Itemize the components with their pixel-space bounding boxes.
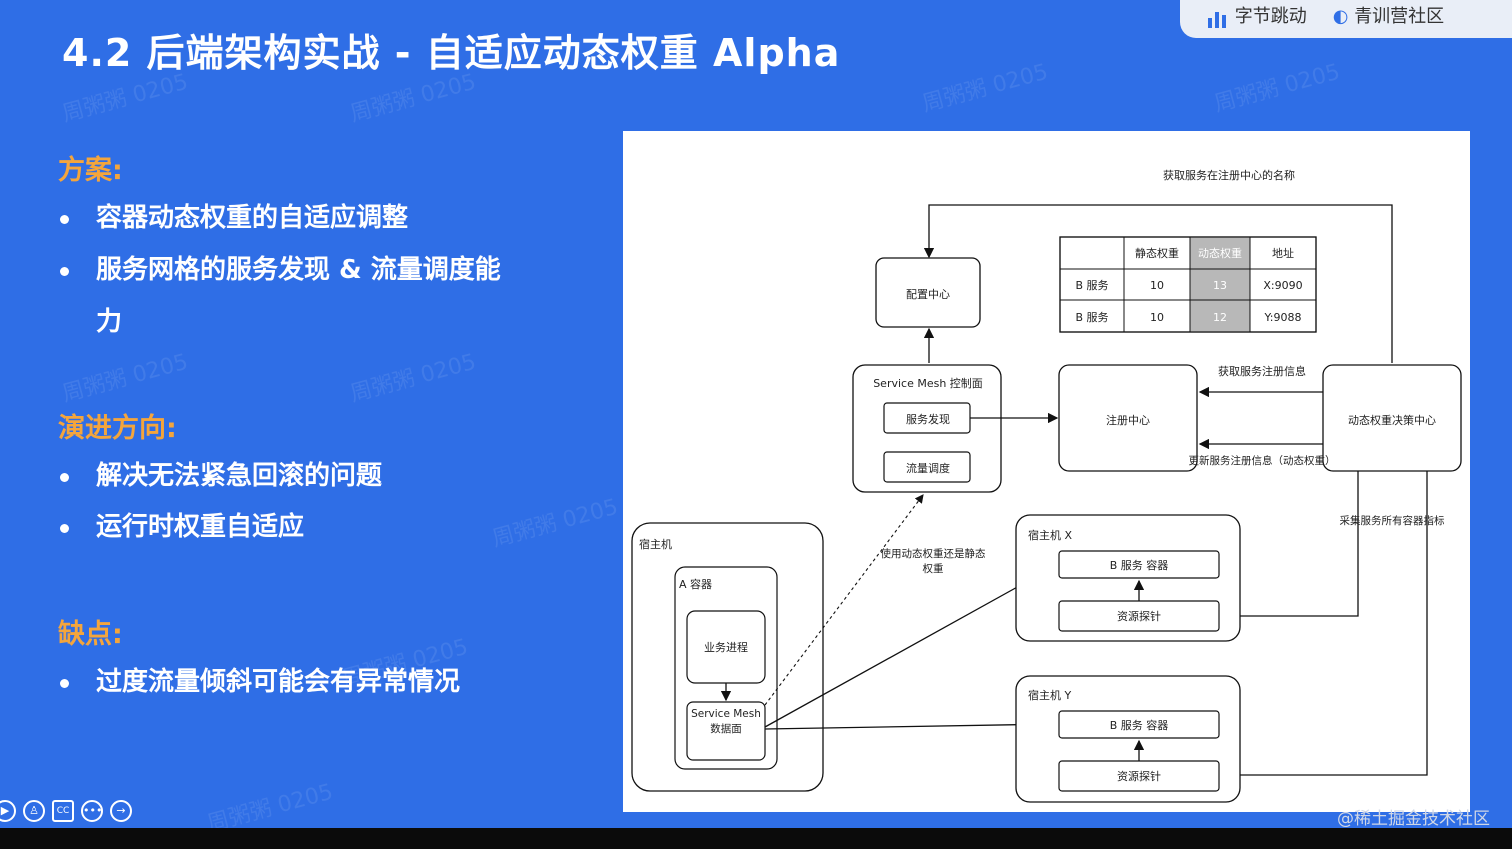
business-process-label: 业务进程 <box>704 641 748 654</box>
watermark: 周粥粥 0205 <box>204 779 336 828</box>
bullet-item: 运行时权重自适应 <box>58 512 516 553</box>
host-y-probe-box <box>1058 760 1220 792</box>
container-a-title: A 容器 <box>679 577 712 591</box>
table-cell: 13 <box>1213 279 1227 292</box>
watermark: 周粥粥 0205 <box>59 349 191 408</box>
slide-title: 4.2 后端架构实战 - 自适应动态权重 Alpha <box>62 31 841 75</box>
section-heading-plan: 方案: <box>58 155 123 186</box>
play-icon[interactable]: ▶ <box>0 800 16 822</box>
config-center-label: 配置中心 <box>906 288 950 301</box>
host-y-probe-label: 资源探针 <box>1117 769 1161 783</box>
section-heading-evolution: 演进方向: <box>58 413 177 444</box>
registry-box <box>1058 364 1198 472</box>
bullet-item: 过度流量倾斜可能会有异常情况 <box>58 667 516 708</box>
table-cell: 10 <box>1150 279 1164 292</box>
table-header: 动态权重 <box>1198 246 1242 260</box>
watermark: 周粥粥 0205 <box>1211 59 1343 118</box>
table-cell: B 服务 <box>1075 311 1108 324</box>
more-icon[interactable]: ••• <box>81 800 103 822</box>
bottom-bar <box>0 828 1512 849</box>
camp-text: 青训营社区 <box>1354 6 1445 27</box>
next-icon[interactable]: → <box>110 800 132 822</box>
table-cell: Y:9088 <box>1264 311 1302 324</box>
architecture-diagram: 获取服务在注册中心的名称 配置中心 静态权重 动态权重 地址 B 服务 1 <box>623 131 1470 812</box>
host-x-probe-label: 资源探针 <box>1117 609 1161 623</box>
table-header: 静态权重 <box>1135 246 1179 260</box>
bytedance-text: 字节跳动 <box>1234 6 1307 27</box>
registry-label: 注册中心 <box>1106 413 1150 427</box>
table-cell: 10 <box>1150 311 1164 324</box>
mesh-control-title: Service Mesh 控制面 <box>873 376 983 390</box>
update-registry-info-label: 更新服务注册信息（动态权重） <box>1189 454 1336 467</box>
host-x-container-label: B 服务 容器 <box>1110 558 1169 572</box>
camp-icon: ◐ <box>1332 6 1349 27</box>
fetch-name-arrow <box>923 204 1393 363</box>
person-icon[interactable]: ♙ <box>23 800 45 822</box>
bullet-item: 容器动态权重的自适应调整 <box>58 203 516 244</box>
collect-metrics-label: 采集服务所有容器指标 <box>1340 514 1445 527</box>
mesh-data-plane-label: Service Mesh 数据面 <box>691 708 761 735</box>
host-x-container-box <box>1058 550 1220 579</box>
watermark: 周粥粥 0205 <box>919 59 1051 118</box>
decision-center-label: 动态权重决策中心 <box>1348 413 1436 427</box>
brand-banner: 字节跳动 ◐ 青训营社区 <box>1180 0 1512 38</box>
watermark: 周粥粥 0205 <box>347 349 479 408</box>
config-center-box <box>875 257 981 328</box>
host-a-title: 宿主机 <box>639 537 672 551</box>
player-controls: ▶ ♙ CC ••• → <box>0 800 132 822</box>
host-x-probe-box <box>1058 600 1220 632</box>
top-note-text: 获取服务在注册中心的名称 <box>1163 168 1295 182</box>
slide: 4.2 后端架构实战 - 自适应动态权重 Alpha 字节跳动 ◐ 青训营社区 … <box>0 0 1512 828</box>
bullet-item: 解决无法紧急回滚的问题 <box>58 461 516 502</box>
weight-table: 静态权重 动态权重 地址 B 服务 10 13 X:9090 B 服务 10 1… <box>1059 236 1317 333</box>
table-cell: X:9090 <box>1263 279 1302 292</box>
host-x-title: 宿主机 X <box>1028 528 1072 542</box>
get-registry-info-label: 获取服务注册信息 <box>1218 364 1306 378</box>
traffic-schedule-box <box>883 451 971 483</box>
decision-center-box <box>1322 364 1462 472</box>
traffic-schedule-label: 流量调度 <box>906 461 950 475</box>
bytedance-logo: 字节跳动 <box>1208 2 1307 28</box>
site-watermark: @稀土掘金技术社区 <box>1337 809 1490 828</box>
camp-logo: ◐ 青训营社区 <box>1333 2 1444 28</box>
section-heading-cons: 缺点: <box>58 619 123 650</box>
table-cell: 12 <box>1213 311 1227 324</box>
host-y-container-box <box>1058 710 1220 739</box>
cc-icon[interactable]: CC <box>52 800 74 822</box>
bullet-item: 服务网格的服务发现 & 流量调度能力 <box>58 255 516 348</box>
table-header: 地址 <box>1272 246 1294 260</box>
host-y-container-label: B 服务 容器 <box>1110 718 1169 732</box>
use-dynamic-weight-label: 使用动态权重还是静态权重 <box>880 548 986 575</box>
service-discovery-label: 服务发现 <box>906 412 950 426</box>
table-cell: B 服务 <box>1075 279 1108 292</box>
host-y-title: 宿主机 Y <box>1028 688 1071 702</box>
mesh-data-plane-box <box>686 701 766 761</box>
